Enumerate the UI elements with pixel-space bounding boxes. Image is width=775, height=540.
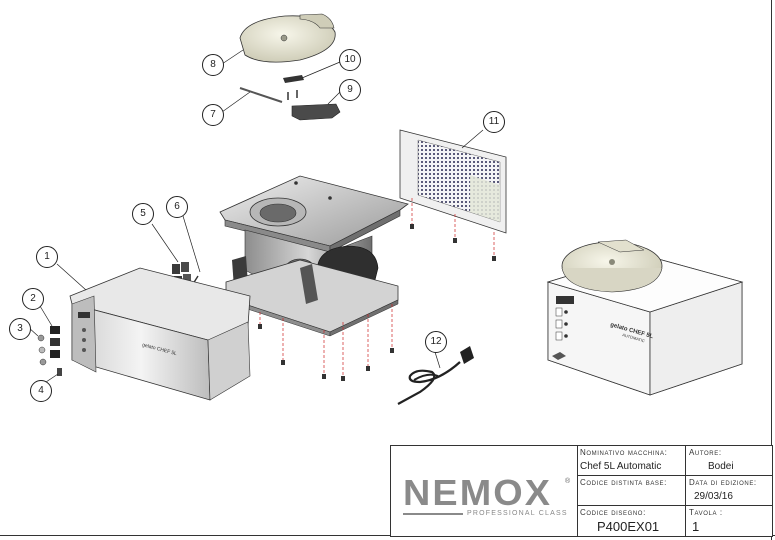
title-block: NEMOX ® PROFESSIONAL CLASS Nominativo ma…	[390, 445, 773, 537]
callout-9: 9	[339, 79, 361, 101]
author-value: Bodei	[708, 461, 734, 472]
lid-part-8	[239, 13, 336, 63]
shaft-part-7	[239, 87, 298, 103]
edition-date-value: 29/03/16	[694, 491, 733, 502]
author-cell: Autore: Bodei	[686, 446, 772, 476]
fuse-part-4	[57, 368, 62, 376]
drawing-code-value: P400EX01	[597, 519, 660, 534]
bom-code-label: Codice distinta base:	[580, 478, 667, 487]
callout-2: 2	[22, 288, 44, 310]
callout-4: 4	[30, 380, 52, 402]
frame-border-bottom	[0, 535, 775, 536]
callout-10: 10	[339, 49, 361, 71]
assembled-machine-view: gelato CHEF 5L AUTOMATIC	[546, 239, 744, 396]
power-cord-part-12	[397, 346, 474, 405]
sheet-label: Tavola :	[689, 508, 723, 517]
author-label: Autore:	[689, 448, 722, 457]
logo-wordmark: NEMOX	[403, 472, 553, 513]
bom-code-cell: Codice distinta base:	[577, 476, 686, 506]
machine-name-label: Nominativo macchina:	[580, 448, 668, 457]
bracket-part-9	[291, 103, 341, 121]
edition-date-label: Data di edizione:	[689, 478, 757, 487]
company-logo: NEMOX ® PROFESSIONAL CLASS	[391, 446, 578, 536]
rear-grille-part-11	[399, 129, 507, 234]
logo-registered-mark: ®	[565, 478, 571, 485]
housing-part-1: gelato CHEF 5L	[69, 267, 251, 401]
logo-underline	[403, 513, 463, 515]
machine-name-value: Chef 5L Automatic	[580, 461, 662, 472]
fastener-lines-grille	[411, 198, 495, 258]
edition-date-cell: Data di edizione: 29/03/16	[686, 476, 772, 506]
callout-6: 6	[166, 196, 188, 218]
callout-5: 5	[132, 203, 154, 225]
caps-part-3	[37, 334, 47, 366]
switches-part-2	[50, 326, 60, 358]
callout-1: 1	[36, 246, 58, 268]
chassis-assembly	[219, 175, 409, 337]
handle-part-10	[283, 75, 304, 83]
callout-12: 12	[425, 331, 447, 353]
sheet-value: 1	[692, 519, 700, 534]
logo-subtitle: PROFESSIONAL CLASS	[467, 510, 568, 517]
frame-border-right	[771, 0, 772, 540]
drawing-code-label: Codice disegno:	[580, 508, 646, 517]
callout-11: 11	[483, 111, 505, 133]
callout-3: 3	[9, 318, 31, 340]
machine-name-cell: Nominativo macchina: Chef 5L Automatic	[577, 446, 686, 476]
machine-model-label: AUTOMATIC	[622, 332, 646, 343]
sheet-cell: Tavola : 1	[686, 506, 772, 536]
callout-8: 8	[202, 54, 224, 76]
drawing-code-cell: Codice disegno: P400EX01	[577, 506, 686, 536]
callout-7: 7	[202, 104, 224, 126]
